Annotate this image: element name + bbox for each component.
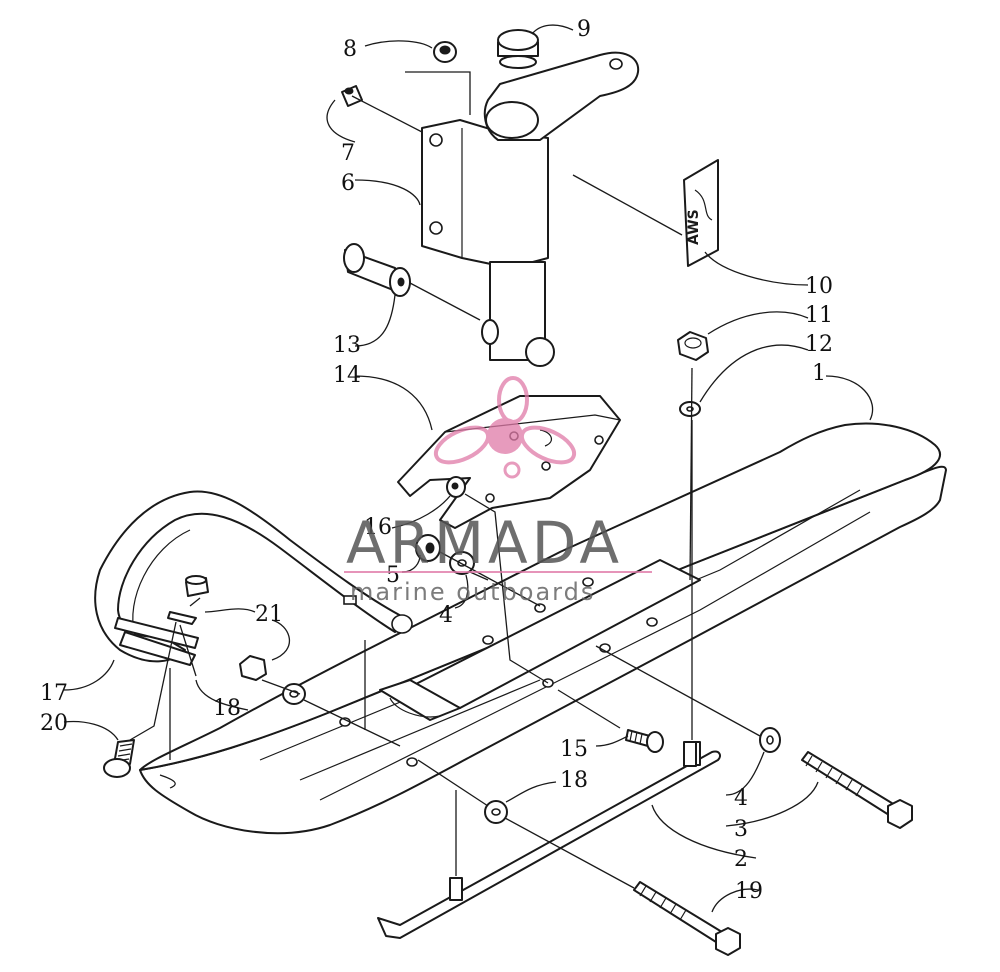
callout-21: 21 [255,602,283,627]
callout-10: 10 [805,274,833,299]
washer-12 [679,401,701,417]
bushing-13 [343,243,411,297]
plug-9 [497,29,539,69]
stud-upper [683,741,697,767]
decal-text: AWS [686,209,702,245]
washer-18-lower [484,800,508,824]
bolt-15 [625,729,664,753]
callout-15: 15 [560,737,588,762]
callout-11: 11 [805,303,833,328]
callout-4-upper: 4 [439,603,453,628]
callout-18-lower: 18 [560,768,588,793]
cap-8 [433,41,457,63]
spacer-16 [446,476,466,498]
steering-arm [483,51,640,141]
callout-1: 1 [812,361,826,386]
callout-14: 14 [333,363,361,388]
callout-13: 13 [333,333,361,358]
spindle-housing [421,119,555,367]
callout-8: 8 [343,37,357,62]
bolt-20 [103,739,135,778]
callout-19: 19 [735,879,763,904]
callout-20: 20 [40,711,68,736]
leader-lines [63,24,874,913]
propeller-logo-icon [433,376,577,479]
callout-6: 6 [341,171,355,196]
callout-16: 16 [364,515,392,540]
callout-labels: 8 9 7 6 10 11 12 1 13 14 16 5 4 21 17 18… [40,17,833,904]
spacer-21 [185,575,209,597]
callout-4-lower: 4 [734,786,748,811]
armada-watermark: ARMADA marine outboards [344,376,652,606]
callout-3: 3 [734,817,748,842]
bolt-3 [801,751,913,829]
nut-18-left [239,655,267,681]
nut-11 [677,331,709,361]
washer-4-lower [759,727,781,753]
callout-2: 2 [734,847,748,872]
watermark-tagline: marine outboards [350,578,595,606]
callout-9: 9 [577,17,591,42]
callout-17: 17 [40,681,68,706]
ski-loop-handle [94,490,413,666]
washer-18-left [282,683,306,705]
bushing-5 [415,534,441,562]
watermark-brand: ARMADA [346,509,623,577]
callout-18-left: 18 [213,696,241,721]
callout-12: 12 [805,332,833,357]
ski-body [139,422,947,835]
decal-10: AWS [683,159,719,267]
callout-5: 5 [386,563,400,588]
bolt-19 [633,881,741,956]
shim-21 [167,611,197,625]
callout-7: 7 [341,141,355,166]
